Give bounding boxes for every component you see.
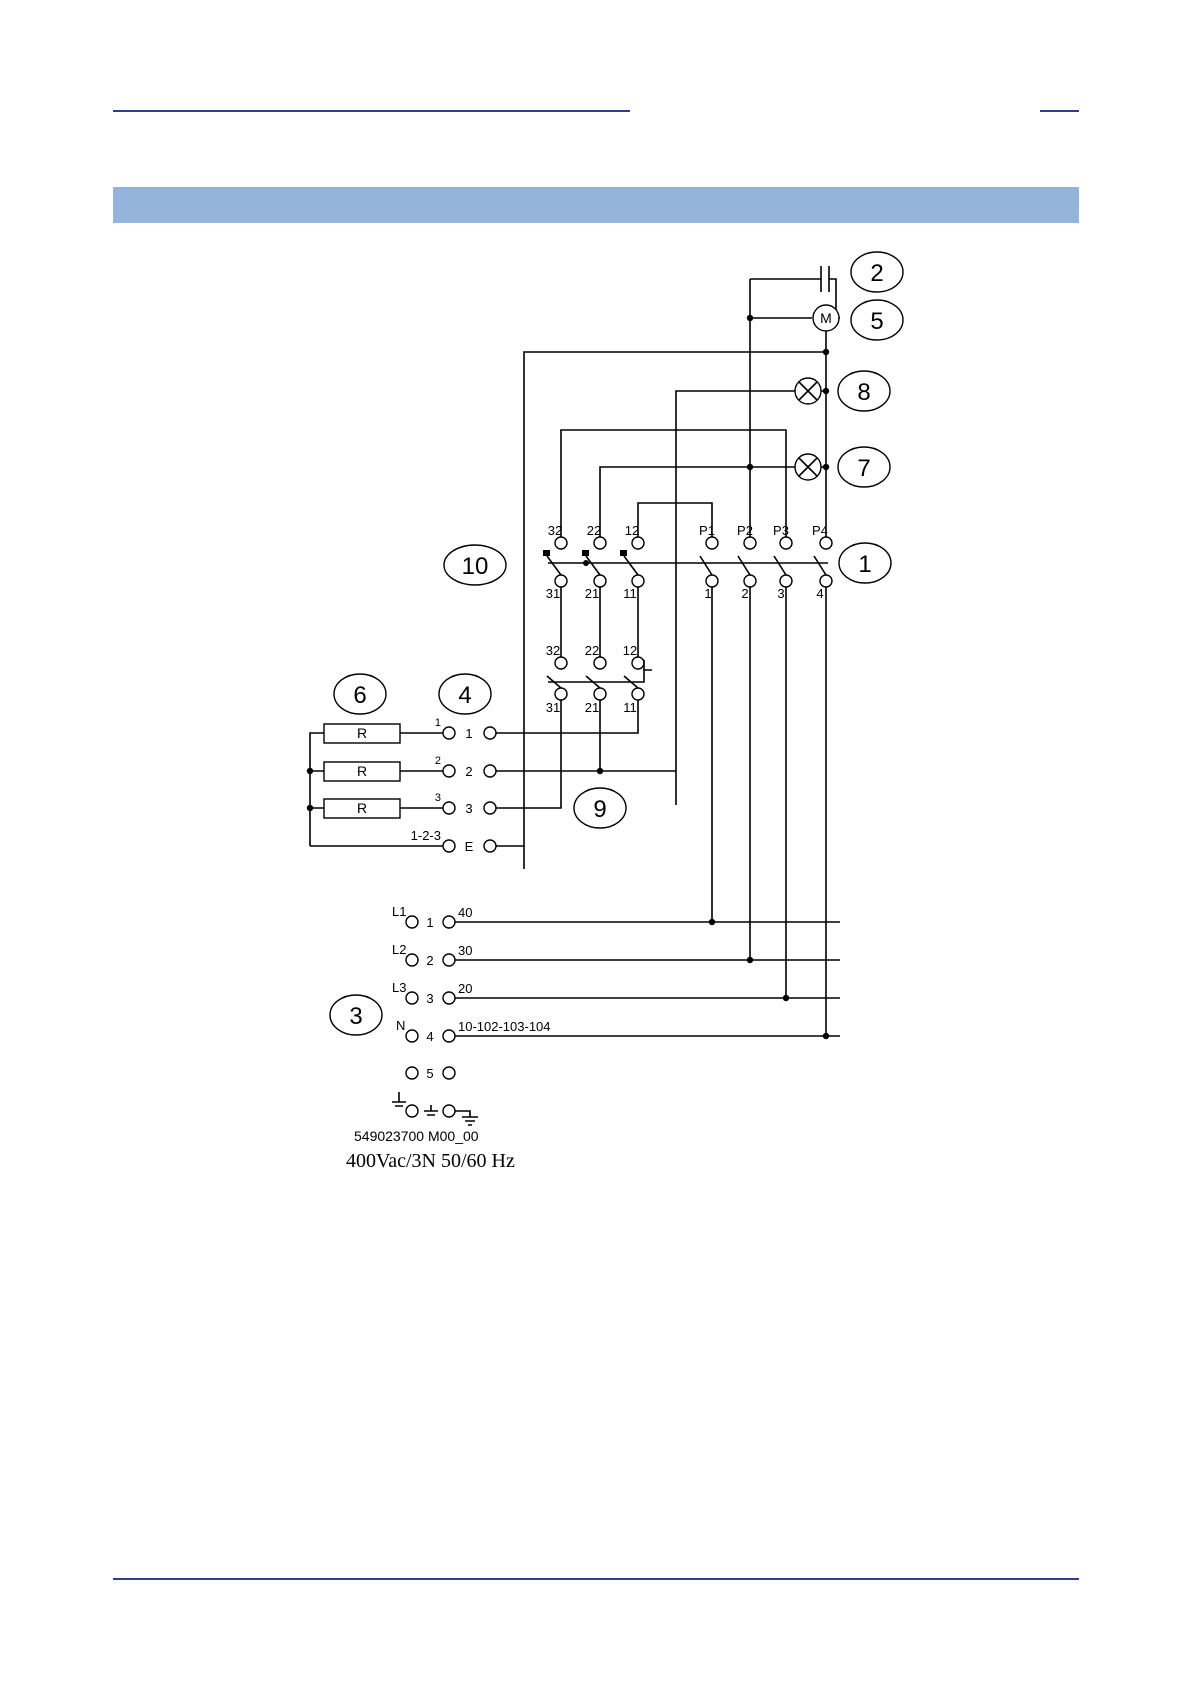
label-main-1: 1: [704, 586, 711, 601]
wire-10-102-103-104: 10-102-103-104: [458, 1019, 551, 1034]
label-aux-22: 22: [587, 523, 601, 538]
callout-6: 6: [334, 674, 386, 714]
callout-8: 8: [838, 371, 890, 411]
svg-text:9: 9: [593, 796, 606, 823]
resistor-terminal-block: [443, 727, 496, 852]
wire-30: 30: [458, 943, 472, 958]
motor-letter: M: [820, 310, 832, 326]
label-th-11: 11: [623, 700, 637, 715]
svg-text:5: 5: [870, 308, 883, 335]
label-p2: P2: [737, 523, 753, 538]
lamp-8-icon: [676, 378, 826, 805]
main-switch: [543, 537, 832, 587]
label-aux-32: 32: [548, 523, 562, 538]
callout-4: 4: [439, 674, 491, 714]
wire-label-123: 1-2-3: [411, 828, 441, 843]
label-th-31: 31: [546, 700, 560, 715]
label-aux-21: 21: [585, 586, 599, 601]
label-th-22: 22: [585, 643, 599, 658]
svg-text:7: 7: [857, 455, 870, 482]
wire-32-p3: [561, 430, 786, 537]
label-aux-31: 31: [546, 586, 560, 601]
label-aux-12: 12: [625, 523, 639, 538]
term-label-e: E: [465, 839, 474, 854]
label-p1: P1: [699, 523, 715, 538]
wire-label-3: 3: [435, 792, 441, 804]
motor-symbol: M: [750, 305, 840, 331]
resistor-3-letter: R: [357, 800, 367, 816]
supply-num-1: 1: [426, 915, 433, 930]
svg-text:1: 1: [858, 551, 871, 578]
label-th-32: 32: [546, 643, 560, 658]
thermostat: [547, 657, 652, 700]
label-th-12: 12: [623, 643, 637, 658]
drawing-code: 549023700 M00_00: [354, 1128, 479, 1144]
input-n: N: [396, 1018, 405, 1033]
label-aux-11: 11: [623, 586, 637, 601]
wire-11-t1: [496, 700, 638, 733]
wire-label-2: 2: [435, 755, 441, 767]
svg-text:6: 6: [353, 682, 366, 709]
supply-num-4: 4: [426, 1029, 433, 1044]
svg-text:3: 3: [349, 1003, 362, 1030]
label-p4: P4: [812, 523, 828, 538]
callout-9: 9: [574, 788, 626, 828]
supply-rating: 400Vac/3N 50/60 Hz: [346, 1150, 515, 1172]
wire-20: 20: [458, 981, 472, 996]
callout-2: 2: [851, 252, 903, 292]
resistor-1-letter: R: [357, 725, 367, 741]
supply-num-2: 2: [426, 953, 433, 968]
term-label-1: 1: [465, 726, 472, 741]
svg-text:2: 2: [870, 260, 883, 287]
supply-num-5: 5: [426, 1066, 433, 1081]
callout-10: 10: [444, 545, 506, 585]
resistor-2-letter: R: [357, 763, 367, 779]
term-label-2: 2: [465, 764, 472, 779]
input-l2: L2: [392, 942, 406, 957]
callout-5: 5: [851, 300, 903, 340]
input-l3: L3: [392, 980, 406, 995]
svg-text:10: 10: [462, 553, 489, 580]
main-lines: [712, 587, 826, 1036]
label-th-21: 21: [585, 700, 599, 715]
wire-40: 40: [458, 905, 472, 920]
supply-num-3: 3: [426, 991, 433, 1006]
input-l1: L1: [392, 904, 406, 919]
label-main-2: 2: [741, 586, 748, 601]
label-main-3: 3: [777, 586, 784, 601]
wire-label-1: 1: [435, 717, 441, 729]
label-p3: P3: [773, 523, 789, 538]
term-label-3: 3: [465, 801, 472, 816]
callout-7: 7: [838, 447, 890, 487]
label-main-4: 4: [816, 586, 823, 601]
callout-3: 3: [330, 995, 382, 1035]
svg-text:4: 4: [458, 682, 471, 709]
callout-1: 1: [839, 543, 891, 583]
svg-text:8: 8: [857, 379, 870, 406]
wire-31-t3: [496, 700, 561, 808]
